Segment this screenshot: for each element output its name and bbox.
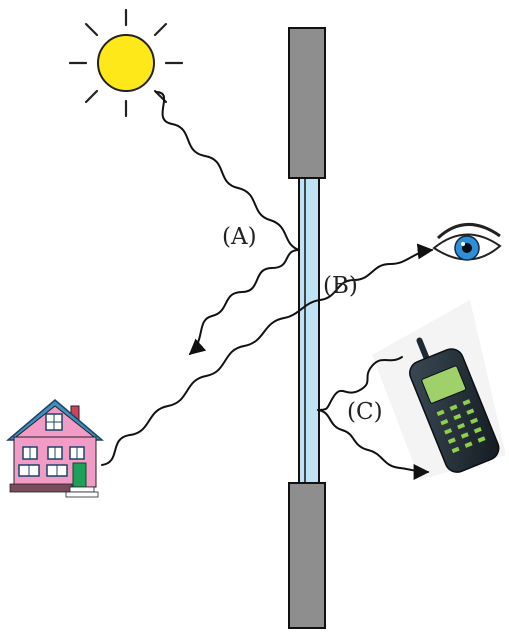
label-a: (A) [222, 224, 257, 250]
house-icon [5, 399, 105, 498]
window-glass [298, 177, 320, 484]
mobile-phone-icon [372, 300, 506, 480]
lower-wall [288, 482, 326, 629]
ray-c-reflected[interactable] [317, 409, 430, 480]
eye-icon [432, 223, 502, 261]
label-c: (C) [347, 399, 383, 425]
ray-a-incoming [155, 91, 300, 251]
ray-b-transmitted[interactable] [101, 243, 434, 466]
upper-wall [288, 27, 326, 179]
ray-a-reflected[interactable] [188, 249, 300, 356]
sun-icon [68, 8, 184, 118]
ray-c-incoming [317, 356, 403, 411]
label-b: (B) [323, 273, 358, 299]
